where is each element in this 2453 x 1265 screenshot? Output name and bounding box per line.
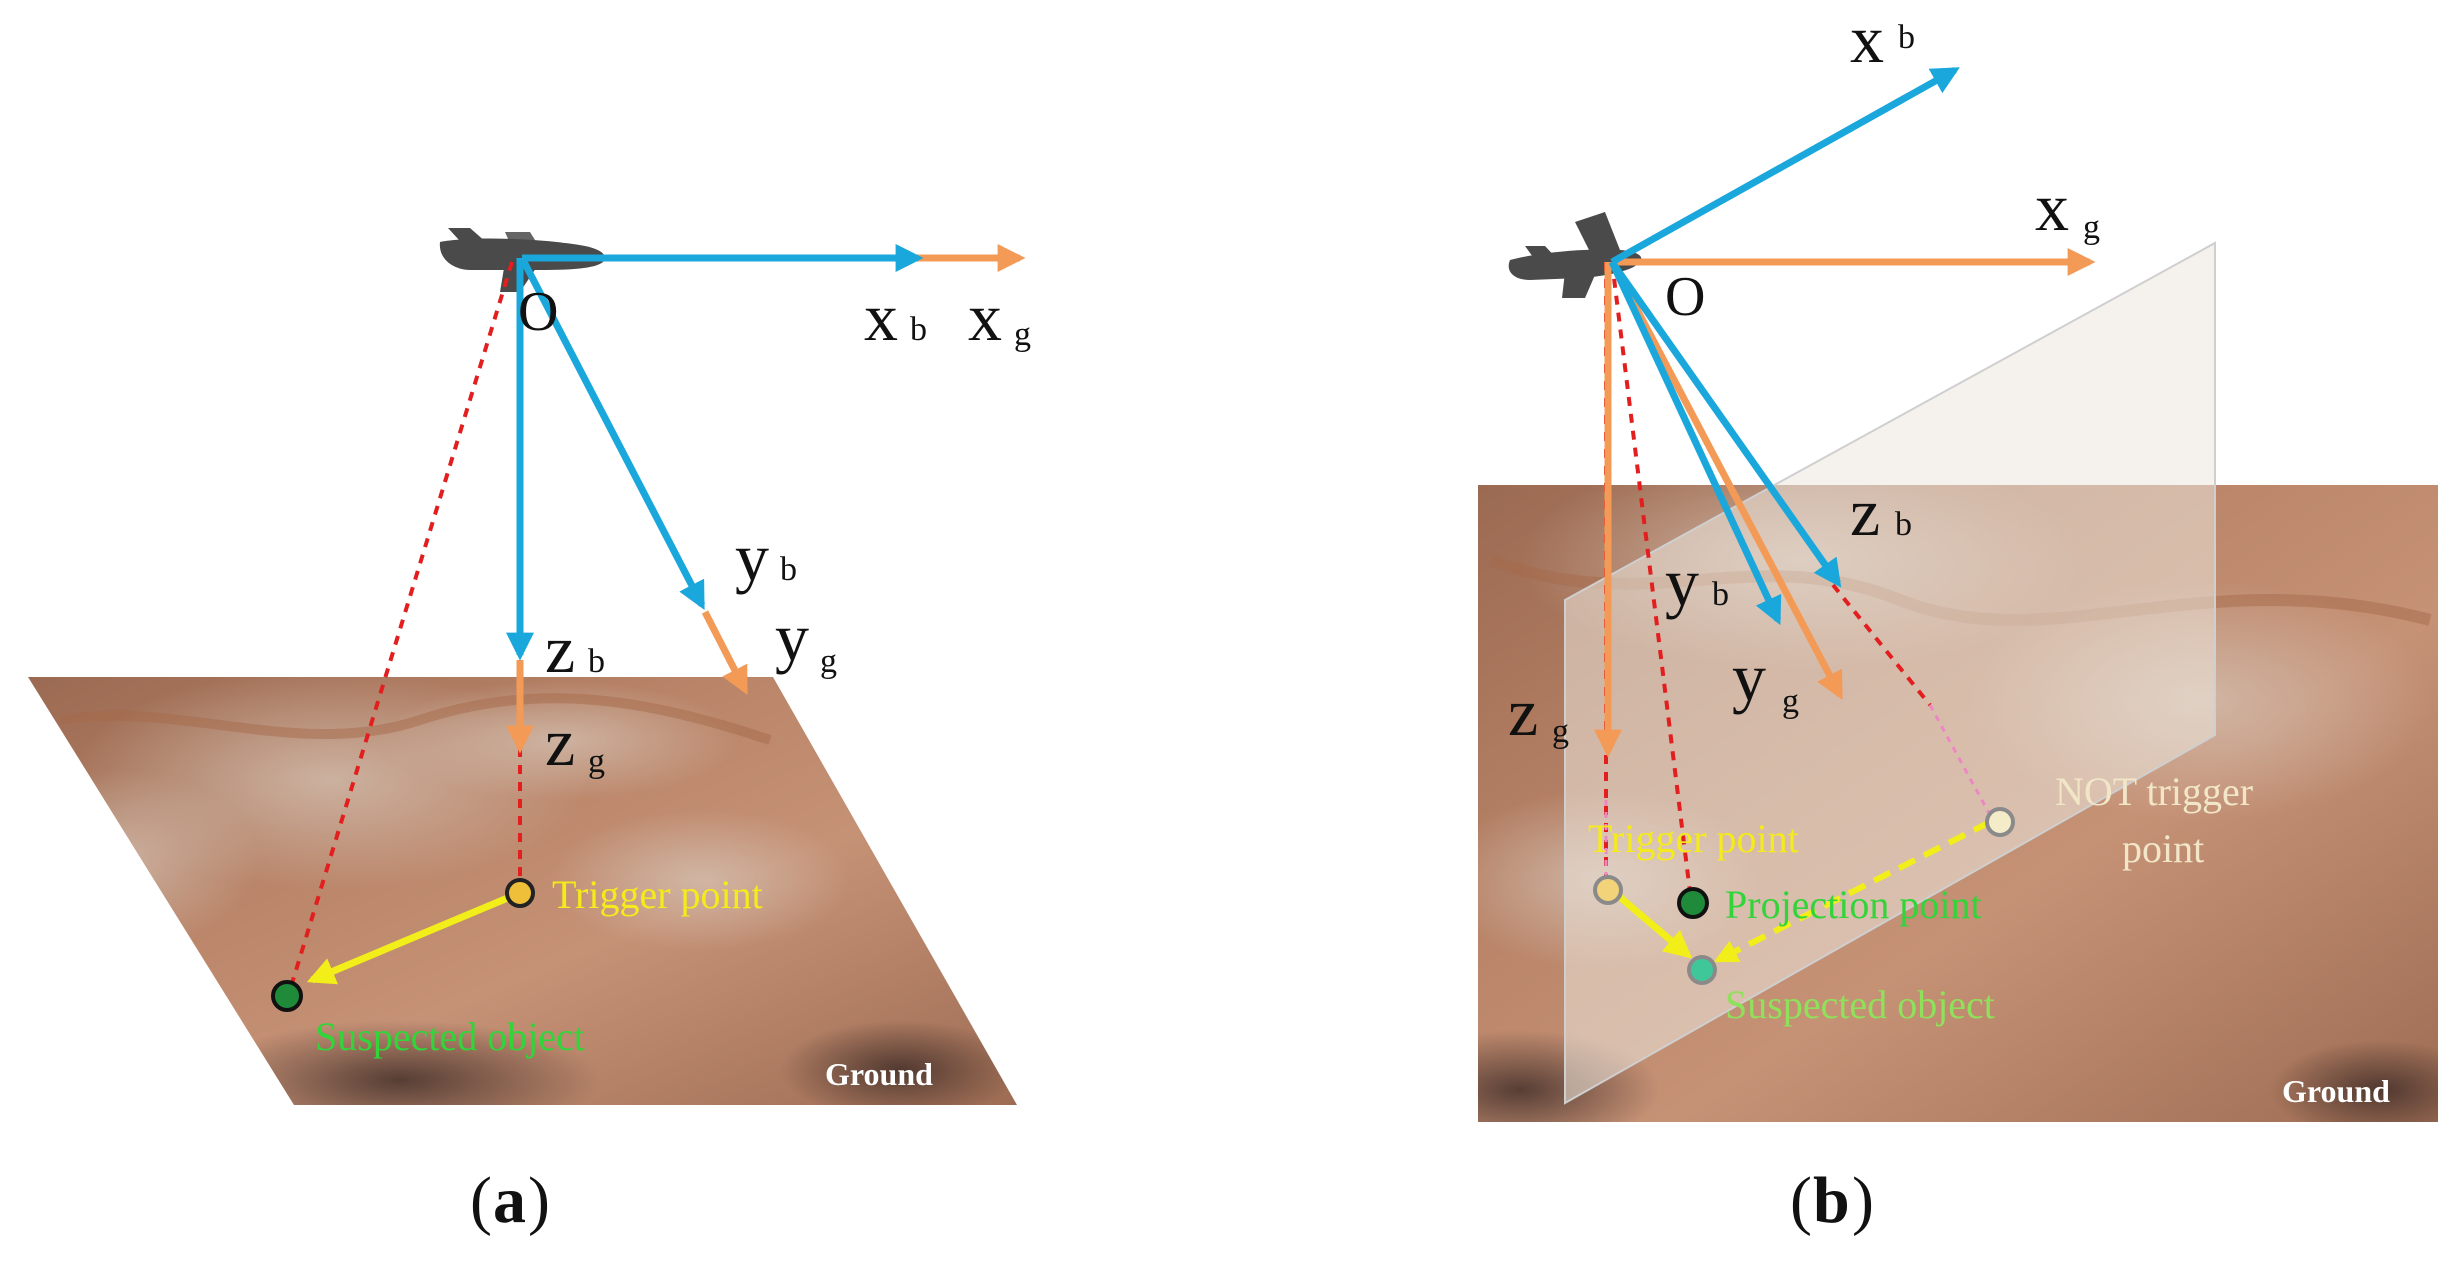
trigger-point-b bbox=[1593, 875, 1623, 905]
svg-text:): ) bbox=[1852, 1164, 1874, 1237]
trigger-point-a bbox=[505, 878, 535, 908]
not-trigger-label-line2: point bbox=[2122, 826, 2204, 871]
trigger-point-label-b: Trigger point bbox=[1588, 816, 1799, 861]
svg-text:x: x bbox=[1850, 1, 1884, 77]
projection-point-b bbox=[1677, 887, 1709, 919]
svg-text:z: z bbox=[545, 704, 575, 780]
suspected-object-a bbox=[271, 980, 303, 1012]
move-arrow-a bbox=[306, 893, 512, 985]
xb-label-a: x b bbox=[864, 279, 927, 355]
yb-axis-a bbox=[518, 256, 706, 610]
ray-main-b bbox=[1610, 261, 1692, 893]
caption-a: ( a ) bbox=[470, 1164, 550, 1237]
svg-text:b: b bbox=[1895, 506, 1912, 543]
ray-faint-zb-b bbox=[1928, 704, 1992, 816]
ground-plane-a: Ground bbox=[28, 677, 1017, 1105]
xb-axis-b bbox=[1610, 66, 1960, 266]
zg-label-a: z g bbox=[545, 704, 605, 780]
panel-b: Ground O bbox=[1478, 1, 2438, 1237]
svg-text:x: x bbox=[2035, 169, 2069, 245]
yb-label-b: y b bbox=[1665, 544, 1729, 620]
svg-text:a: a bbox=[493, 1164, 526, 1237]
svg-text:b: b bbox=[1898, 19, 1915, 56]
svg-text:b: b bbox=[780, 551, 797, 588]
svg-text:b: b bbox=[910, 311, 927, 348]
move-arrow-not-trigger-b bbox=[1713, 819, 1992, 963]
yb-label-a: y b bbox=[735, 519, 797, 595]
svg-text:y: y bbox=[1665, 544, 1699, 620]
ray-to-object-a bbox=[288, 261, 514, 991]
yg-axis-a bbox=[701, 610, 749, 695]
zb-axis-b bbox=[1609, 259, 1842, 588]
svg-text:): ) bbox=[528, 1164, 550, 1237]
xg-label-a: x g bbox=[968, 279, 1031, 355]
svg-text:z: z bbox=[1508, 674, 1538, 750]
caption-b: ( b ) bbox=[1790, 1164, 1874, 1237]
yg-label-a: y g bbox=[775, 599, 837, 680]
svg-text:g: g bbox=[1782, 683, 1799, 720]
zg-label-b: z g bbox=[1508, 674, 1569, 750]
not-trigger-label-line1: NOT trigger bbox=[2055, 769, 2253, 814]
xg-label-b: x g bbox=[2035, 169, 2100, 246]
zb-label-a: z b bbox=[545, 611, 605, 687]
svg-text:g: g bbox=[588, 743, 605, 780]
panel-a: Ground O x b x g bbox=[28, 228, 1031, 1237]
svg-text:b: b bbox=[1712, 576, 1729, 613]
svg-text:z: z bbox=[545, 611, 575, 687]
move-arrow-trigger-b bbox=[1612, 890, 1693, 959]
ground-label-b: Ground bbox=[2282, 1073, 2390, 1109]
suspected-object-b bbox=[1687, 955, 1717, 985]
not-trigger-point-b bbox=[1985, 807, 2015, 837]
svg-text:y: y bbox=[1732, 639, 1766, 715]
svg-text:x: x bbox=[864, 279, 898, 355]
suspected-object-label-b: Suspected object bbox=[1725, 982, 1995, 1027]
svg-text:g: g bbox=[2083, 209, 2100, 246]
svg-text:x: x bbox=[968, 279, 1002, 355]
yb-axis-b bbox=[1608, 260, 1782, 626]
trigger-point-label-a: Trigger point bbox=[552, 872, 763, 917]
zb-label-b: z b bbox=[1850, 474, 1912, 550]
svg-text:y: y bbox=[735, 519, 769, 595]
svg-text:b: b bbox=[1813, 1164, 1850, 1237]
yg-axis-b bbox=[1608, 260, 1844, 700]
xb-label-b: x b bbox=[1850, 1, 1915, 77]
origin-label-a: O bbox=[518, 281, 558, 343]
origin-label-b: O bbox=[1665, 266, 1705, 328]
svg-text:(: ( bbox=[470, 1164, 492, 1237]
suspected-object-label-a: Suspected object bbox=[315, 1014, 585, 1059]
ray-zb-b bbox=[1831, 583, 1932, 707]
projection-point-label-b: Projection point bbox=[1725, 882, 1982, 927]
ground-label-a: Ground bbox=[825, 1056, 933, 1092]
svg-text:y: y bbox=[775, 599, 809, 675]
svg-text:z: z bbox=[1850, 474, 1880, 550]
svg-text:b: b bbox=[588, 643, 605, 680]
svg-text:g: g bbox=[820, 643, 837, 680]
vertical-plane-b bbox=[1564, 241, 2216, 1105]
yg-label-b: y g bbox=[1732, 639, 1799, 720]
svg-text:(: ( bbox=[1790, 1164, 1812, 1237]
svg-text:g: g bbox=[1552, 713, 1569, 750]
svg-text:g: g bbox=[1014, 316, 1031, 353]
